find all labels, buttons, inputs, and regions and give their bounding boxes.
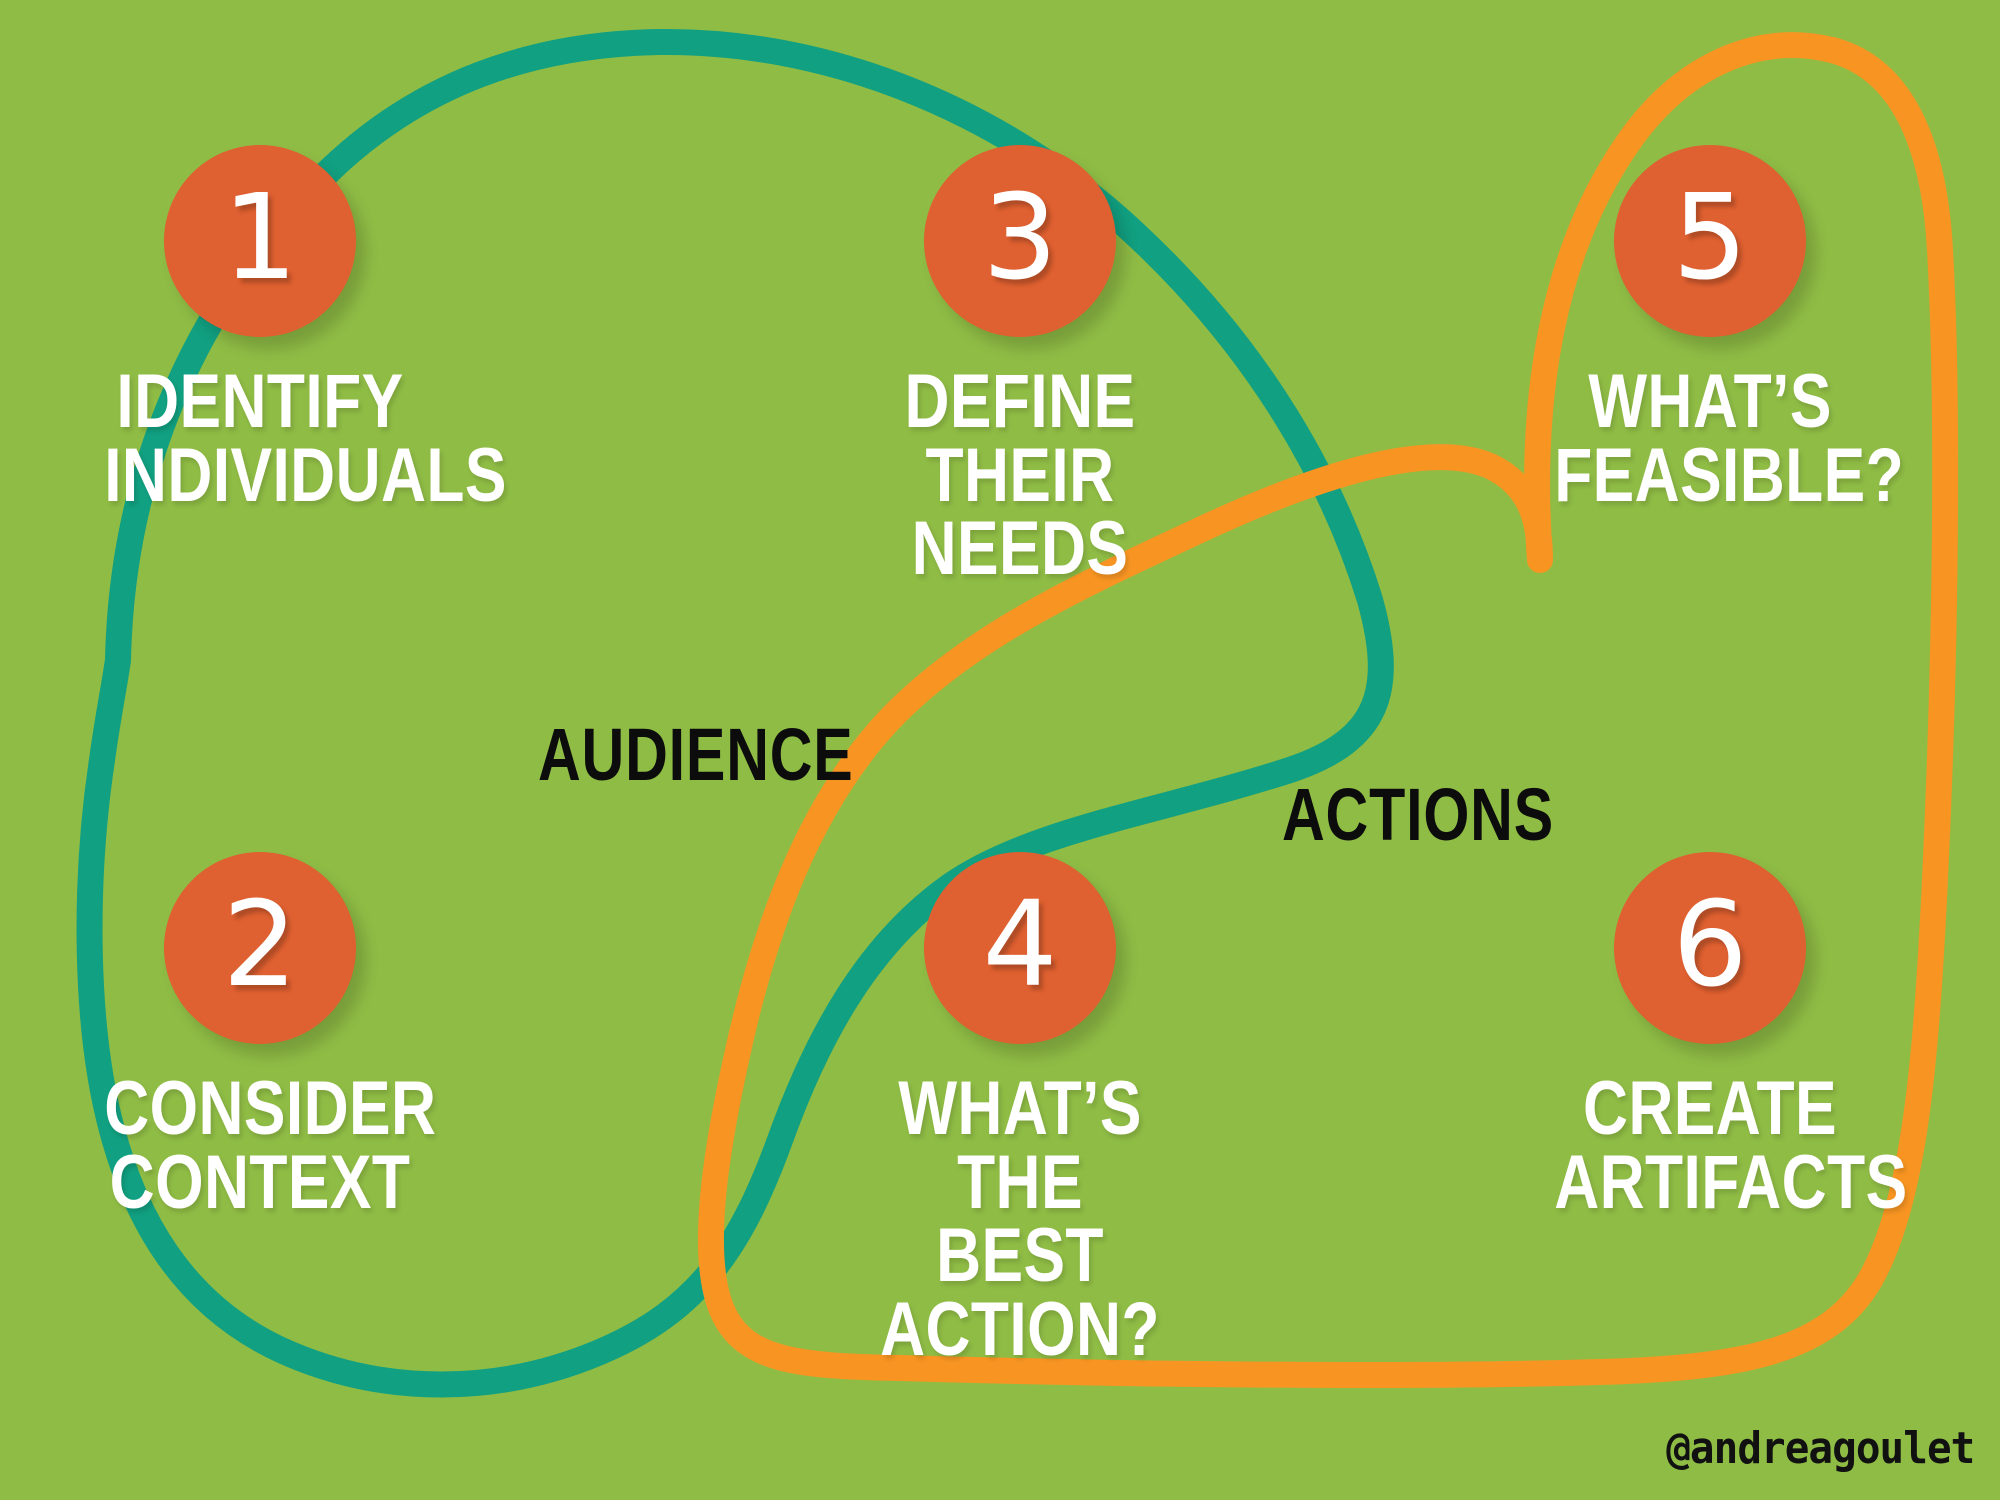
step-number-2: 2 [222,875,298,1013]
author-handle: @andreagoulet [1665,1423,1975,1474]
step-badge-5: 5 [1614,145,1806,337]
group-label-audience: AUDIENCE [538,713,854,796]
step-badge-2: 2 [164,852,356,1044]
step-label-2: CONSIDER CONTEXT [104,1066,437,1225]
step-node-1[interactable]: 1 IDENTIFY INDIVIDUALS [70,145,507,518]
step-number-4: 4 [982,875,1058,1013]
step-label-5: WHAT’S FEASIBLE? [1554,359,1905,518]
step-number-3: 3 [982,168,1058,306]
step-node-5[interactable]: 5 WHAT’S FEASIBLE? [1520,145,1905,518]
step-label-3: DEFINE THEIR NEEDS [904,359,1136,592]
step-number-5: 5 [1672,168,1748,306]
step-badge-4: 4 [924,852,1116,1044]
step-node-2[interactable]: 2 CONSIDER CONTEXT [70,852,450,1225]
step-badge-6: 6 [1614,852,1806,1044]
step-label-4: WHAT’S THE BEST ACTION? [880,1066,1160,1373]
step-node-6[interactable]: 6 CREATE ARTIFACTS [1520,852,1908,1225]
step-node-3[interactable]: 3 DEFINE THEIR NEEDS [830,145,1210,592]
step-badge-3: 3 [924,145,1116,337]
step-label-1: IDENTIFY INDIVIDUALS [104,359,507,518]
step-number-6: 6 [1672,875,1748,1013]
step-node-4[interactable]: 4 WHAT’S THE BEST ACTION? [830,852,1210,1373]
step-label-6: CREATE ARTIFACTS [1554,1066,1908,1225]
step-badge-1: 1 [164,145,356,337]
step-number-1: 1 [222,168,298,306]
group-label-actions: ACTIONS [1282,773,1554,856]
